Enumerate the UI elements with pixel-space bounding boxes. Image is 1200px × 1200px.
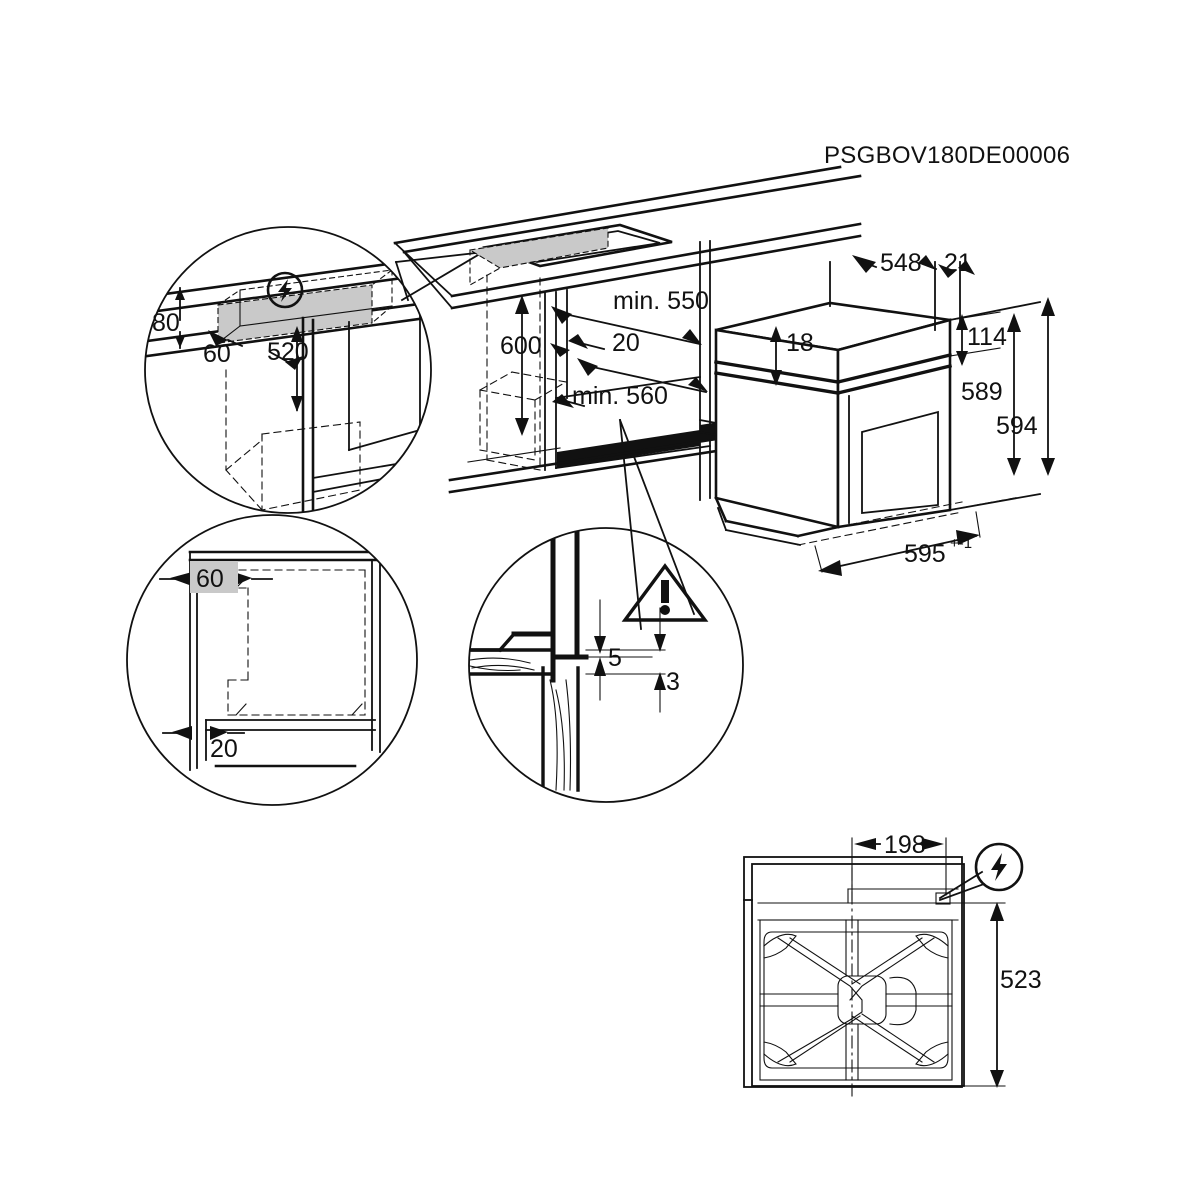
dim-589-label: 589 bbox=[961, 378, 1003, 406]
dim-548-label: 548 bbox=[880, 249, 922, 277]
dim-595-label: 595 bbox=[904, 540, 946, 568]
dim-80-label: 80 bbox=[152, 309, 180, 337]
dim-60-plan-label: 60 bbox=[196, 565, 224, 593]
detail-circle-outline-center bbox=[468, 527, 744, 803]
lightning-bolt-icon bbox=[266, 271, 304, 309]
dim-18-label: 18 bbox=[786, 329, 814, 357]
dim-594-label: 594 bbox=[996, 412, 1038, 440]
dim-20-plinth-label: 20 bbox=[210, 735, 238, 763]
dim-114-label: 114 bbox=[967, 323, 1007, 351]
dim-21-label: 21 bbox=[944, 249, 972, 277]
detail-circle-bottom-left: 60 20 bbox=[126, 514, 418, 806]
lightning-bolt-icon-hob bbox=[938, 842, 1024, 902]
dim-5-label: 5 bbox=[608, 644, 622, 672]
dim-600-label: 600 bbox=[500, 332, 542, 360]
detail-circle-outline-bottom-left bbox=[126, 514, 418, 806]
oven-isometric-diagram: 548 21 18 114 589 594 595 +-1 bbox=[698, 249, 1055, 576]
dim-3-label: 3 bbox=[666, 668, 680, 696]
drawing-code-label: PSGBOV180DE00006 bbox=[824, 142, 1070, 169]
dim-20-niche-label: 20 bbox=[612, 329, 640, 357]
detail-circle-top-left: 80 60 520 bbox=[144, 226, 432, 514]
dim-523-label: 523 bbox=[1000, 966, 1042, 994]
dim-min-560-label: min. 560 bbox=[572, 382, 668, 410]
cabinet-niche-diagram: 600 min. 550 20 min. 560 bbox=[393, 165, 862, 501]
dim-520-label: 520 bbox=[267, 338, 309, 366]
hob-plan-diagram: 198 523 bbox=[743, 831, 1042, 1097]
dim-595-tolerance: +-1 bbox=[950, 535, 972, 552]
warning-triangle-icon bbox=[621, 563, 709, 622]
detail-circle-outline-top-left bbox=[144, 226, 432, 514]
dim-60-plan-highlight bbox=[190, 561, 238, 593]
dim-198-label: 198 bbox=[884, 831, 926, 859]
dim-min-550-label: min. 550 bbox=[613, 287, 709, 315]
dim-60-top-label: 60 bbox=[203, 340, 231, 368]
callout-leader-top-left bbox=[394, 252, 480, 302]
detail-circle-center: 5 3 bbox=[468, 527, 744, 803]
